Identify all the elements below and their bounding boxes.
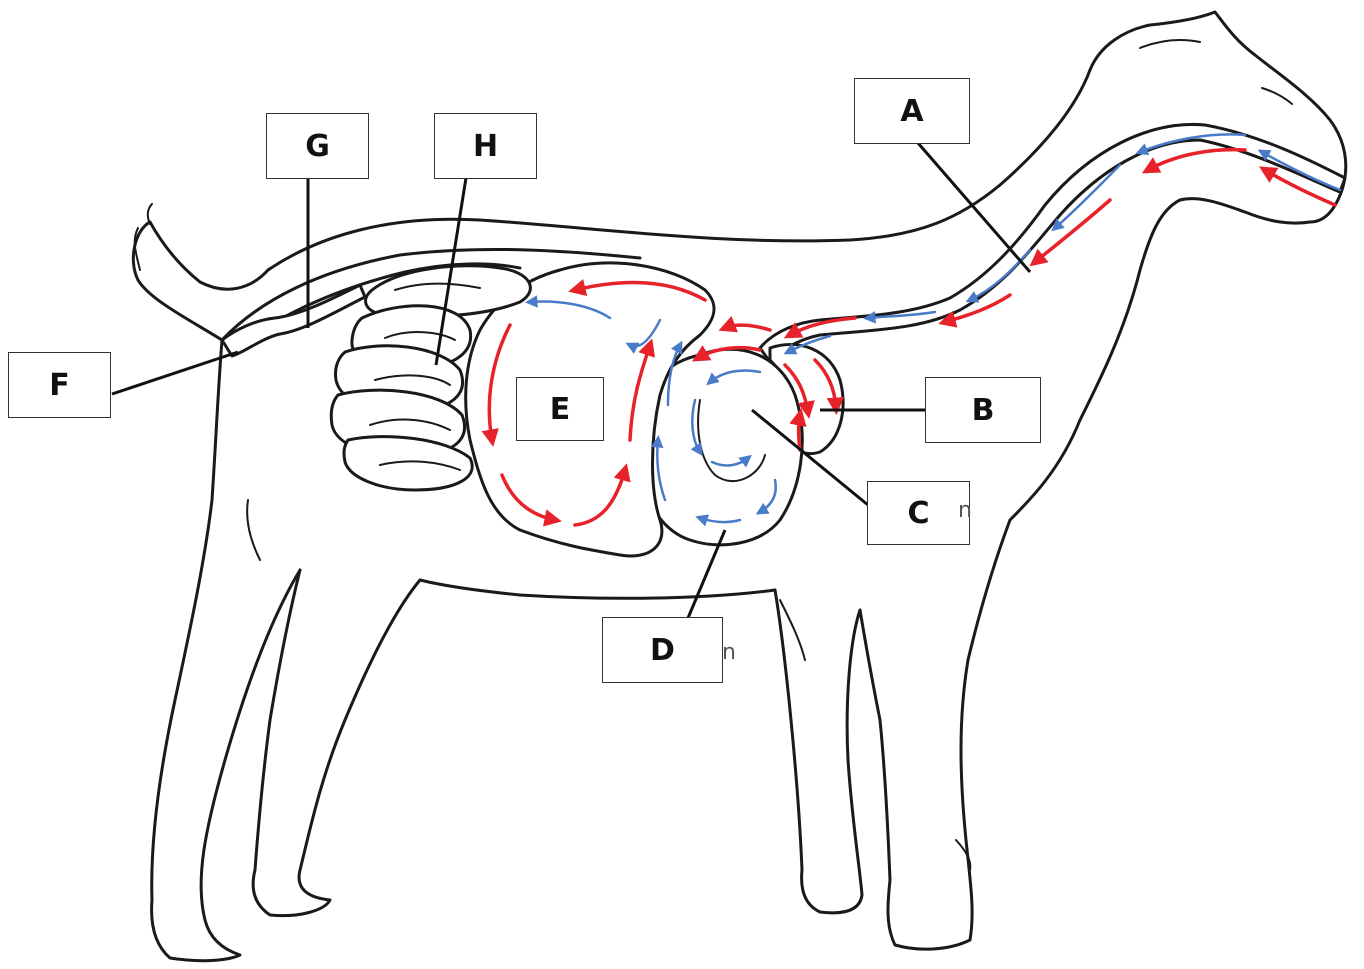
stray-mark-d: n (722, 640, 736, 665)
label-box-g[interactable]: G (266, 113, 369, 179)
label-box-a[interactable]: A (854, 78, 970, 144)
label-box-d[interactable]: D (602, 617, 723, 683)
label-box-f[interactable]: F (8, 352, 111, 418)
stray-mark-c: n (958, 498, 972, 523)
label-box-e[interactable]: E (516, 377, 604, 441)
label-box-b[interactable]: B (925, 377, 1041, 443)
label-box-h[interactable]: H (434, 113, 537, 179)
esophagus (760, 124, 1345, 362)
label-box-c[interactable]: C (867, 481, 970, 545)
